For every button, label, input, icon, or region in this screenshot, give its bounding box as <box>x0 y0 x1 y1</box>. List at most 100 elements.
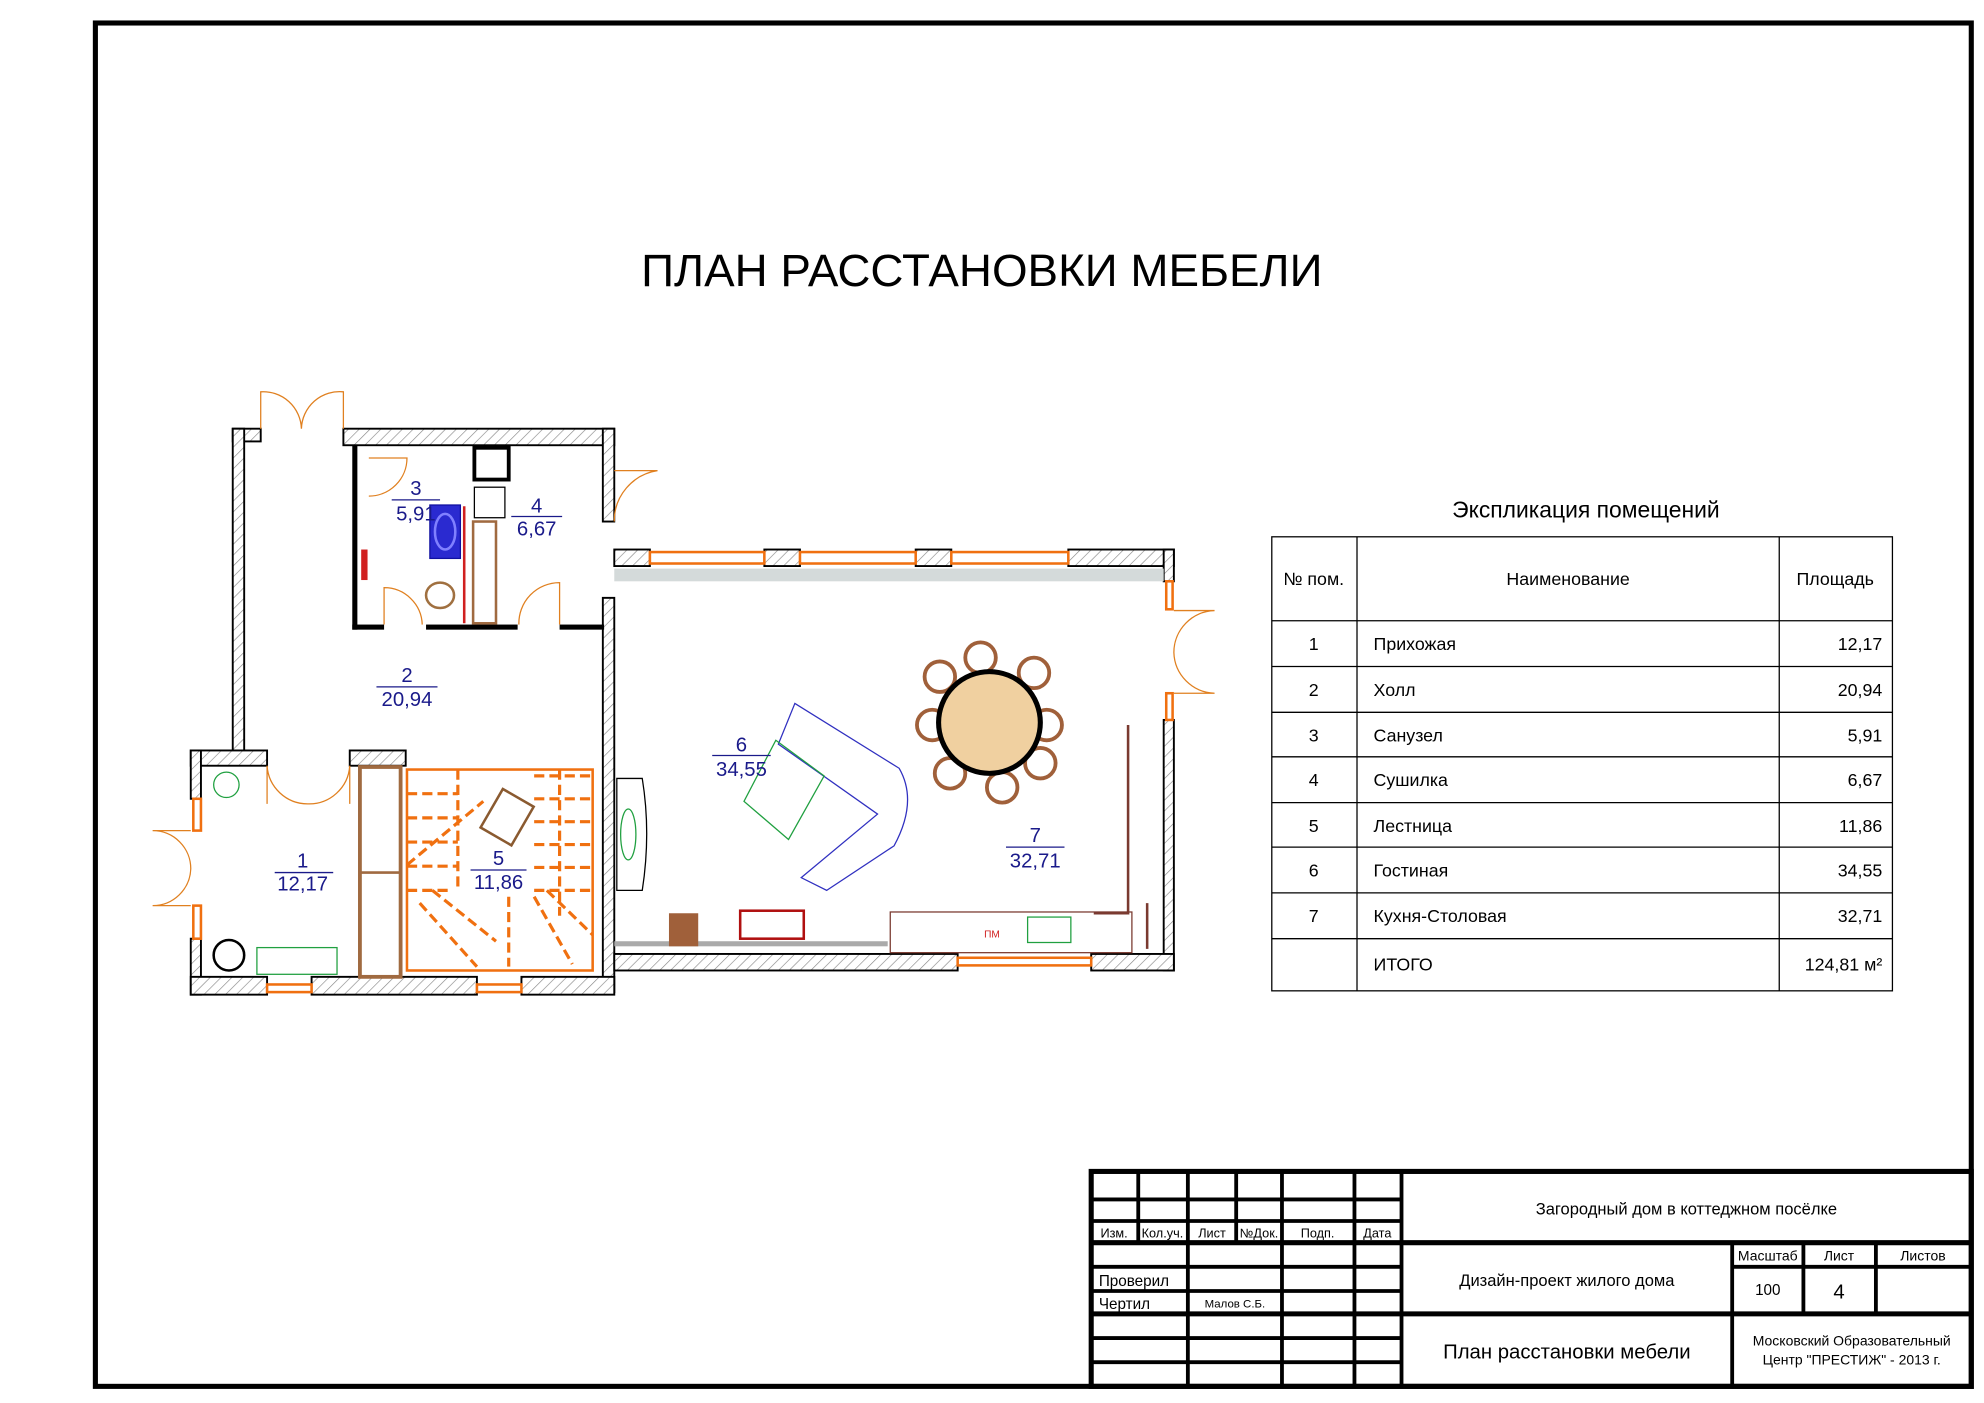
wall <box>601 596 616 994</box>
door <box>368 457 561 625</box>
row-area: 12,17 <box>1838 634 1883 654</box>
window <box>1164 691 1174 722</box>
row-area: 5,91 <box>1848 726 1883 746</box>
kitchen-counter <box>889 911 1133 954</box>
window <box>1164 580 1174 611</box>
row-number: 6 <box>1309 860 1319 880</box>
sink-icon <box>1026 916 1072 944</box>
row-name: Лестница <box>1374 816 1453 836</box>
fridge <box>668 913 699 947</box>
svg-text:Масштаб: Масштаб <box>1738 1247 1798 1263</box>
svg-text:2: 2 <box>401 665 412 687</box>
wall <box>520 975 616 996</box>
window <box>475 983 523 994</box>
door <box>613 470 658 522</box>
row-number: 1 <box>1309 634 1319 654</box>
scale-value: 100 <box>1755 1282 1780 1299</box>
row-number: 3 <box>1309 726 1319 746</box>
dryer-icon <box>473 486 506 519</box>
corner-sofa <box>777 702 909 892</box>
svg-text:Кол.уч.: Кол.уч. <box>1142 1226 1184 1241</box>
rug <box>743 739 825 841</box>
floor-plan: ПМ <box>152 391 1215 996</box>
wall <box>1067 548 1175 568</box>
table-caption: Экспликация помещений <box>1452 497 1720 523</box>
row-area: 6,67 <box>1848 770 1883 790</box>
row-name: Кухня-Столовая <box>1374 906 1507 926</box>
page-title: ПЛАН РАССТАНОВКИ МЕБЕЛИ <box>641 245 1322 296</box>
header-area: Площадь <box>1796 569 1873 589</box>
room-label-2: 220,94 <box>376 665 438 711</box>
row-number: 7 <box>1309 906 1319 926</box>
svg-text:3: 3 <box>410 478 421 500</box>
row-name: Санузел <box>1374 726 1443 746</box>
svg-text:6: 6 <box>736 735 747 757</box>
svg-text:12,17: 12,17 <box>277 873 328 895</box>
wall <box>189 749 202 800</box>
wall <box>1162 718 1175 972</box>
wall <box>763 548 801 568</box>
row-name: Гостиная <box>1374 860 1449 880</box>
wall <box>1162 548 1175 583</box>
row-name: Сушилка <box>1374 770 1449 790</box>
title-block <box>1088 1168 1974 1389</box>
room-labels: 112,17 220,94 35,91 46,67 511,86 634,55 … <box>274 478 1065 895</box>
terrace-door <box>1173 609 1215 694</box>
sheet-title: План расстановки мебели <box>1443 1341 1691 1363</box>
svg-text:1: 1 <box>297 850 308 872</box>
room-label-5: 511,86 <box>470 848 527 894</box>
svg-text:№Док.: №Док. <box>1240 1226 1279 1241</box>
room-label-7: 732,71 <box>1005 825 1065 872</box>
svg-text:7: 7 <box>1030 825 1041 847</box>
svg-text:Изм.: Изм. <box>1100 1226 1127 1241</box>
stove-icon <box>738 909 806 940</box>
svg-text:Подп.: Подп. <box>1301 1226 1335 1241</box>
svg-text:20,94: 20,94 <box>382 689 433 711</box>
window <box>192 797 203 832</box>
door <box>266 765 351 805</box>
window <box>265 983 313 994</box>
toilet-icon <box>424 581 456 610</box>
pouf-icon <box>212 938 246 972</box>
row-name: Прихожая <box>1374 634 1456 654</box>
drawn-name: Малов С.Б. <box>1205 1299 1266 1311</box>
window <box>798 550 917 565</box>
svg-text:Лист: Лист <box>1824 1247 1855 1263</box>
title-block-text: Изм. Кол.уч. Лист №Док. Подп. Дата Прове… <box>1099 1200 1951 1368</box>
svg-text:Дата: Дата <box>1363 1226 1392 1241</box>
room-label-4: 46,67 <box>511 496 563 541</box>
svg-text:Листов: Листов <box>1900 1247 1945 1263</box>
wall <box>914 548 953 568</box>
svg-text:Московский Образовательный: Московский Образовательный <box>1753 1333 1951 1349</box>
wall <box>348 749 407 767</box>
project-subject: Дизайн-проект жилого дома <box>1459 1271 1675 1290</box>
wall <box>1090 952 1175 972</box>
svg-text:Центр "ПРЕСТИЖ" - 2013 г.: Центр "ПРЕСТИЖ" - 2013 г. <box>1763 1352 1941 1368</box>
wall <box>613 952 959 972</box>
room-label-6: 634,55 <box>712 735 771 781</box>
checked-label: Проверил <box>1099 1273 1169 1290</box>
drawn-label: Чертил <box>1099 1296 1150 1313</box>
tv-unit <box>616 777 648 891</box>
sheet-number: 4 <box>1833 1282 1844 1304</box>
dining-table <box>915 640 1064 805</box>
bench <box>256 946 338 975</box>
svg-text:34,55: 34,55 <box>716 759 767 781</box>
window <box>950 550 1070 565</box>
window <box>648 550 766 565</box>
washer-icon <box>472 445 511 482</box>
wall <box>189 749 269 767</box>
svg-text:11,86: 11,86 <box>474 872 523 894</box>
staircase <box>405 768 594 972</box>
svg-text:5,91: 5,91 <box>396 503 436 525</box>
svg-text:5: 5 <box>493 848 504 870</box>
dishwasher-label: ПМ <box>984 929 1000 940</box>
armchair <box>478 787 536 848</box>
window <box>956 956 1093 967</box>
row-area: 32,71 <box>1838 906 1883 926</box>
entrance-door <box>260 391 345 429</box>
total-label: ИТОГО <box>1374 954 1433 974</box>
radiator-icon <box>361 549 368 581</box>
